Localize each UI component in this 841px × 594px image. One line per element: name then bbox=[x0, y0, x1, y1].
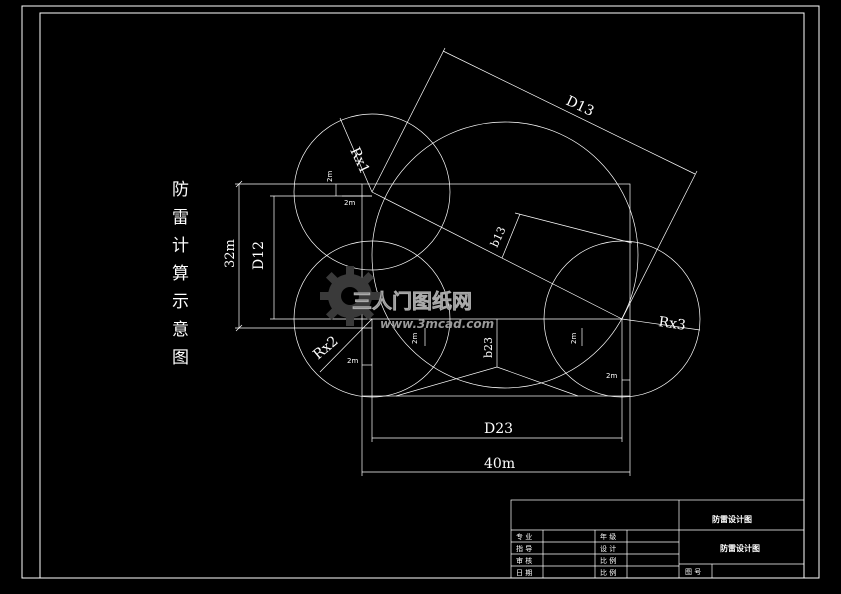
side-title-char: 图 bbox=[172, 348, 189, 368]
circle-1-top bbox=[293, 113, 451, 271]
title-block-figure-no: 图 号 bbox=[685, 568, 701, 576]
label-gap-2m: 2m bbox=[326, 171, 334, 182]
label-rx2: Rx2 bbox=[310, 333, 341, 363]
label-b13: b13 bbox=[488, 225, 509, 250]
label-gap-2m: 2m bbox=[344, 199, 355, 207]
side-title-char: 雷 bbox=[172, 208, 189, 228]
dim-tick bbox=[235, 180, 243, 188]
b23-arc-envelope bbox=[395, 366, 579, 397]
ext-line-d13-a bbox=[371, 47, 446, 193]
circle-large bbox=[371, 121, 639, 389]
tb-cell: 比 例 bbox=[600, 568, 616, 577]
watermark-url: www.3mcad.com bbox=[380, 317, 494, 331]
side-title-char: 防 bbox=[172, 180, 189, 200]
tb-cell: 比 例 bbox=[600, 556, 616, 565]
gear-icon bbox=[320, 266, 380, 326]
label-b23: b23 bbox=[482, 337, 495, 358]
dim-d13-line bbox=[442, 50, 696, 175]
side-title-char: 算 bbox=[172, 264, 189, 284]
tb-cell: 年 级 bbox=[600, 532, 616, 541]
label-gap-2m: 2m bbox=[570, 333, 578, 344]
label-gap-2m: 2m bbox=[606, 372, 617, 380]
label-rx1: Rx1 bbox=[346, 145, 372, 177]
line-center-1-3 bbox=[371, 191, 623, 320]
side-title-char: 计 bbox=[172, 236, 189, 256]
tb-cell: 设 计 bbox=[600, 544, 616, 553]
radius-rx1 bbox=[339, 117, 373, 193]
label-gap-2m: 2m bbox=[347, 357, 358, 365]
title-block: 防雷设计图 防雷设计图 图 号 专 业 年 级 指 导 设 计 审 核 比 例 … bbox=[510, 499, 805, 579]
watermark: 三人门图纸网 www.3mcad.com bbox=[320, 266, 494, 331]
b13-line bbox=[514, 212, 633, 244]
label-32m: 32m bbox=[223, 239, 238, 268]
label-d13: D13 bbox=[563, 93, 596, 120]
dim-tick bbox=[235, 324, 243, 332]
title-block-drawing-name: 防雷设计图 bbox=[712, 514, 752, 524]
watermark-brand: 三人门图纸网 bbox=[352, 289, 472, 313]
tb-cell: 审 核 bbox=[516, 556, 532, 565]
label-d12: D12 bbox=[251, 241, 267, 270]
label-d23: D23 bbox=[484, 421, 513, 437]
tb-cell: 日 期 bbox=[516, 569, 532, 577]
side-title-char: 示 bbox=[172, 292, 189, 312]
label-40m: 40m bbox=[484, 456, 515, 472]
b13-dim bbox=[501, 213, 521, 259]
tb-cell: 专 业 bbox=[516, 532, 532, 541]
label-gap-2m: 2m bbox=[411, 333, 419, 344]
inner-border bbox=[39, 12, 805, 579]
label-rx3: Rx3 bbox=[657, 314, 686, 334]
tb-cell: 指 导 bbox=[516, 544, 532, 553]
radius-rx2 bbox=[319, 318, 373, 373]
title-block-drawing-name-2: 防雷设计图 bbox=[720, 543, 760, 553]
side-title-char: 意 bbox=[172, 320, 189, 340]
ext-line-d13-b bbox=[621, 170, 698, 320]
radius-rx3 bbox=[621, 318, 701, 331]
